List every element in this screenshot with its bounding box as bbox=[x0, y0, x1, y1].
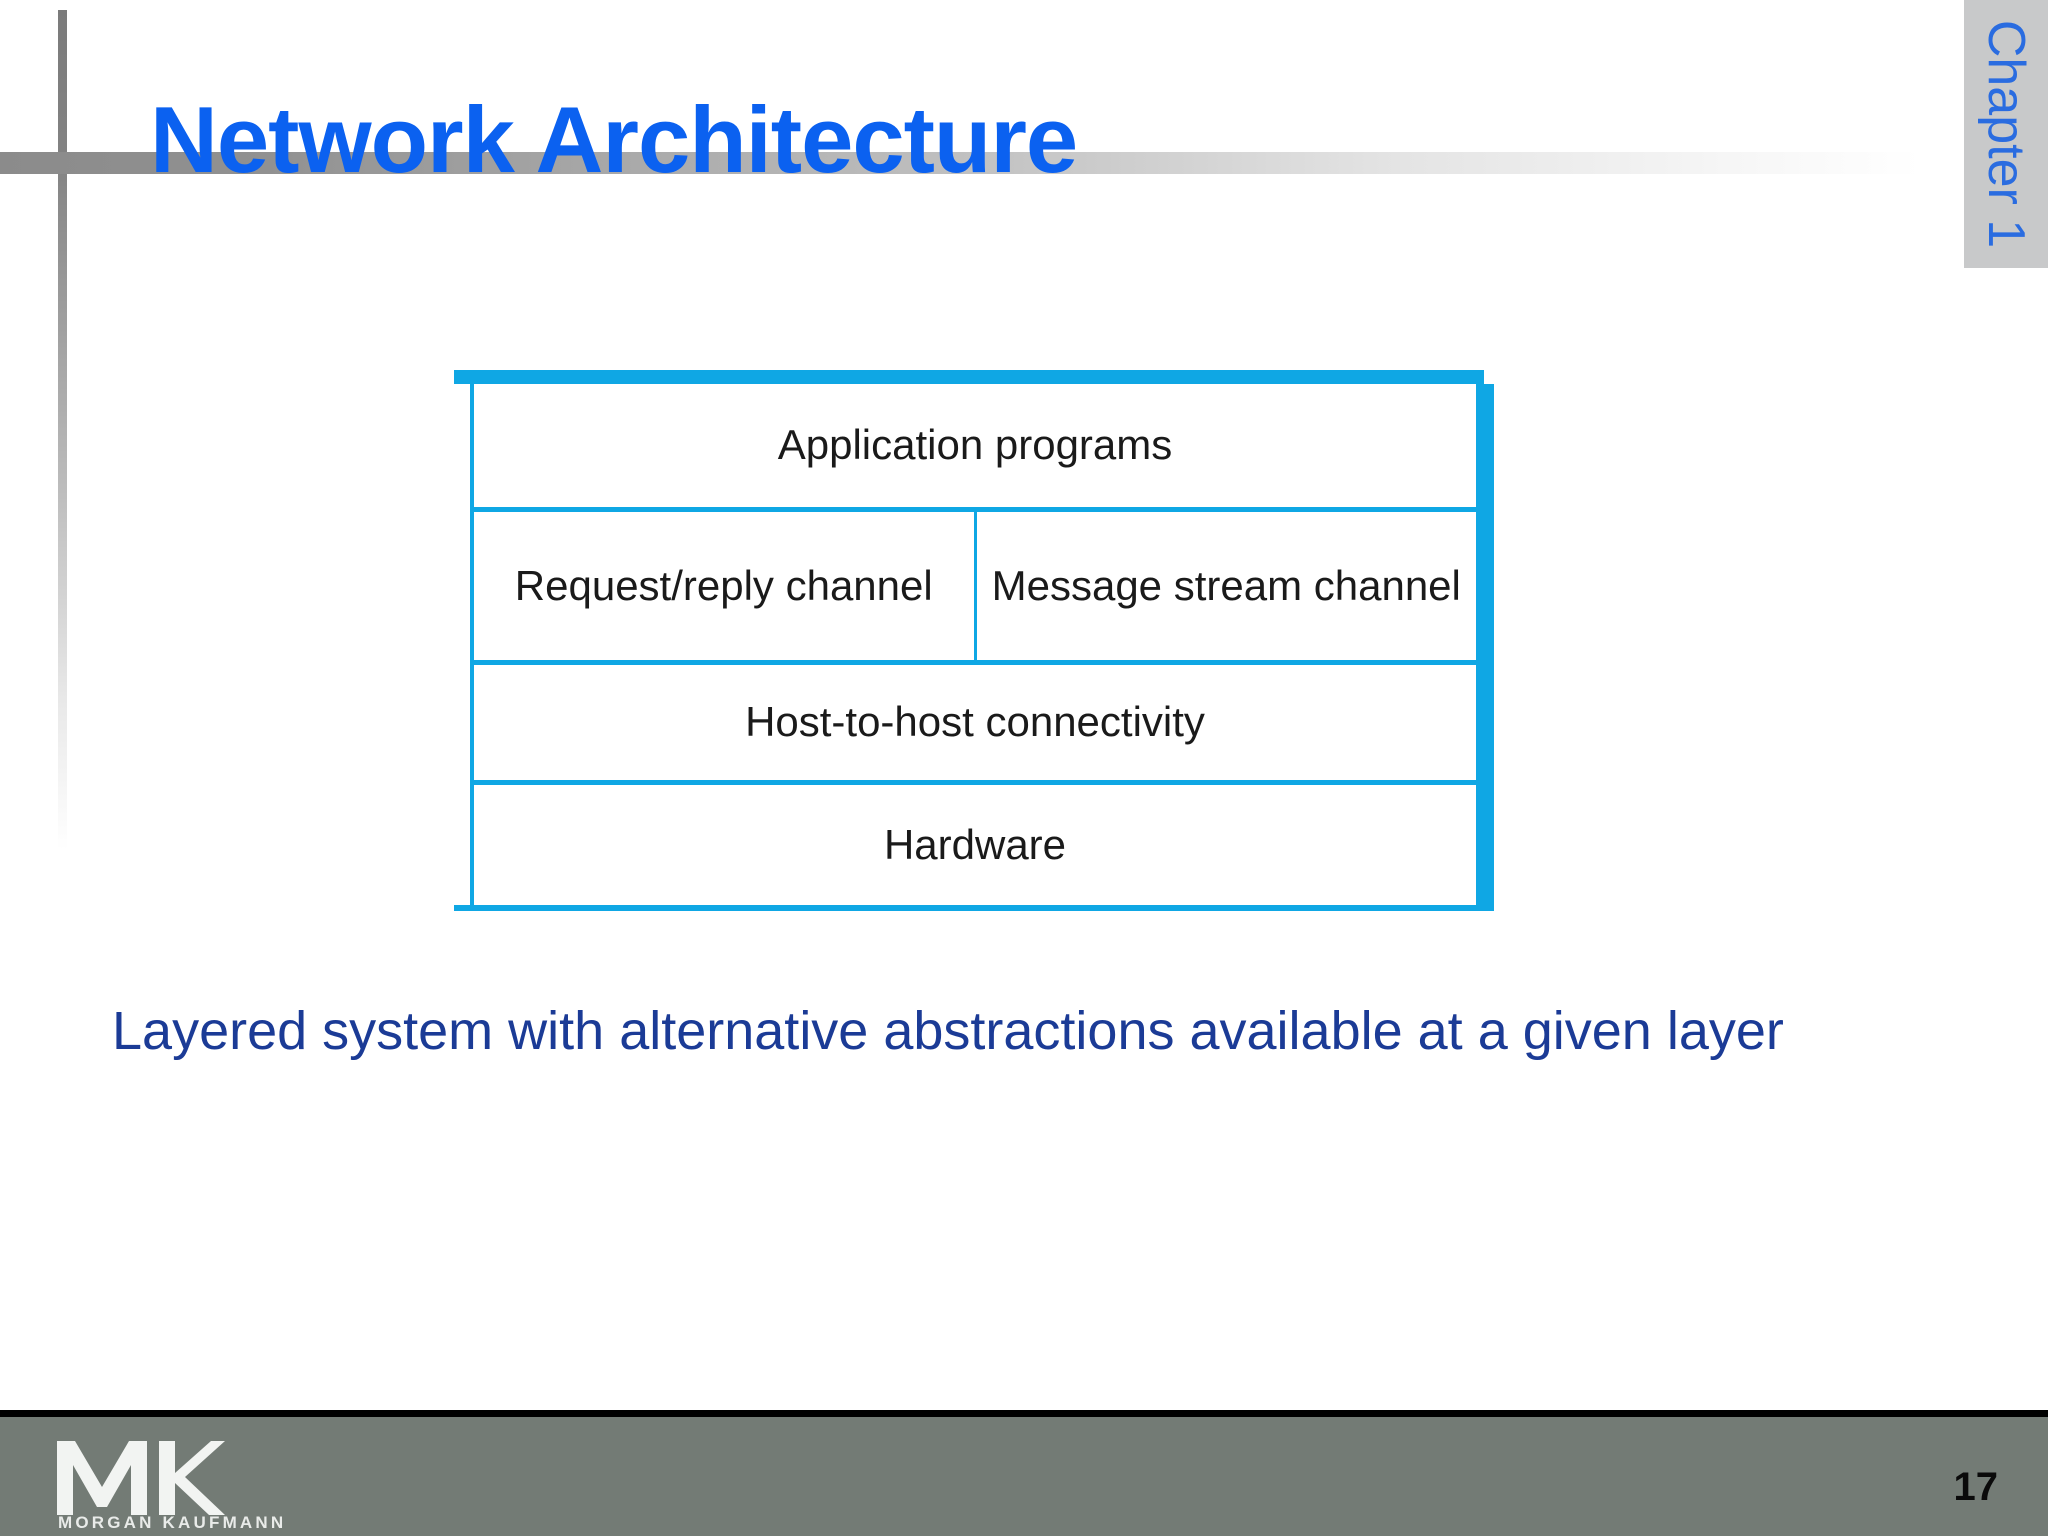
page-number: 17 bbox=[1953, 1465, 1999, 1509]
chapter-tab: Chapter 1 bbox=[1964, 0, 2048, 268]
diagram-row-application: Application programs bbox=[474, 384, 1476, 512]
layer-cell-application-programs: Application programs bbox=[777, 421, 1173, 469]
diagram-right-accent-bar bbox=[1480, 384, 1494, 911]
layer-cell-host-to-host-connectivity: Host-to-host connectivity bbox=[745, 698, 1205, 746]
diagram-row-hardware: Hardware bbox=[474, 785, 1476, 905]
morgan-kaufmann-logo-icon bbox=[55, 1439, 225, 1529]
layer-cell-request-reply-channel: Request/reply channel bbox=[474, 512, 977, 660]
chapter-tab-label: Chapter 1 bbox=[1977, 19, 2035, 249]
layer-cell-hardware: Hardware bbox=[883, 820, 1067, 868]
diagram-row-channels: Request/reply channel Message stream cha… bbox=[474, 512, 1476, 665]
morgan-kaufmann-wordmark: MORGAN KAUFMANN bbox=[58, 1513, 287, 1532]
diagram-top-accent-bar bbox=[454, 370, 1484, 384]
footer-bar: MORGAN KAUFMANN 17 bbox=[0, 1410, 2048, 1536]
network-architecture-diagram: Application programs Request/reply chann… bbox=[454, 370, 1494, 911]
title-horizontal-rule bbox=[0, 152, 1920, 174]
page-title: Network Architecture bbox=[150, 86, 1078, 192]
slide-caption: Layered system with alternative abstract… bbox=[112, 1001, 1784, 1061]
diagram-row-connectivity: Host-to-host connectivity bbox=[474, 665, 1476, 785]
title-vertical-rule bbox=[58, 10, 67, 850]
diagram-bottom-accent-bar bbox=[454, 905, 1484, 911]
layer-cell-message-stream-channel: Message stream channel bbox=[991, 561, 1461, 609]
